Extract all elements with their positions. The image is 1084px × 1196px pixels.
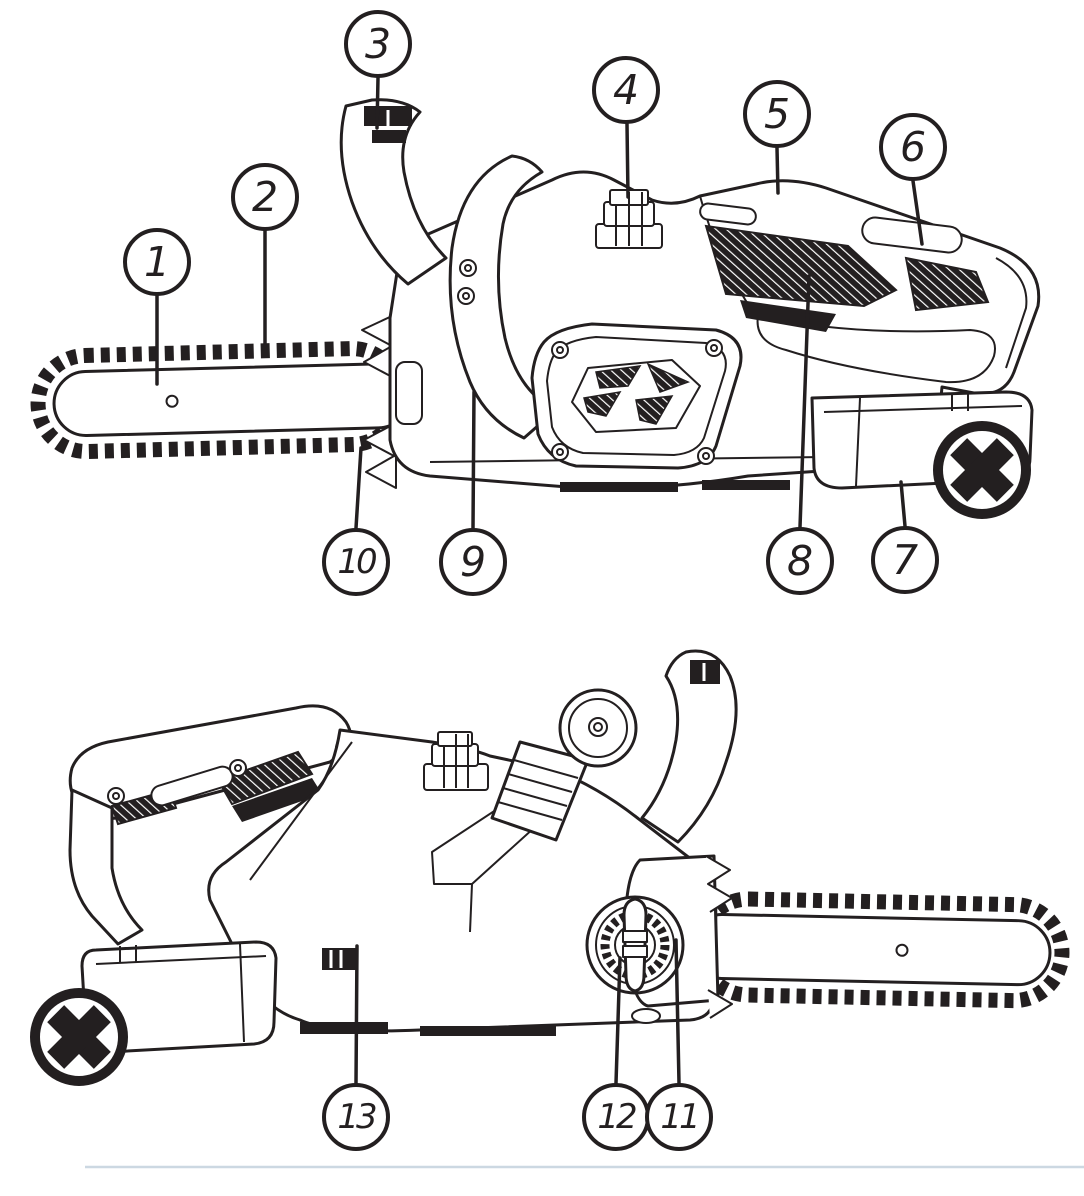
callout-7-label: 7	[891, 535, 919, 584]
guide-bar	[52, 362, 412, 438]
motor-hub	[558, 688, 638, 768]
motor-cover	[530, 322, 743, 470]
callout-11: 11	[645, 1083, 713, 1151]
callout-9-label: 9	[459, 537, 487, 586]
leader-lines-top	[155, 76, 924, 530]
callout-4-label: 4	[612, 65, 640, 114]
no-symbol-top	[933, 421, 1031, 519]
rear-handle	[699, 202, 996, 384]
callout-9: 9	[439, 528, 507, 596]
callout-5: 5	[743, 80, 811, 148]
callout-1: 1	[123, 228, 191, 296]
rear-handle-right-view	[68, 704, 353, 946]
callout-6-label: 6	[899, 122, 927, 171]
callout-4: 4	[592, 56, 660, 124]
guide-bar-right	[688, 912, 1052, 987]
spiked-bumper-right-view	[705, 855, 733, 1019]
callout-2: 2	[231, 163, 299, 231]
front-hand-guard-right-view	[640, 649, 738, 844]
callout-3: 3	[344, 10, 412, 78]
right-side-view	[30, 649, 1070, 1086]
callout-8-label: 8	[786, 536, 814, 585]
front-handle	[448, 154, 558, 440]
base	[560, 480, 790, 492]
leader-lines-bottom	[354, 938, 681, 1085]
callout-6: 6	[879, 113, 947, 181]
battery-pack-right-view	[80, 940, 278, 1054]
vent-detail	[322, 948, 356, 970]
base-right-view	[300, 1022, 556, 1036]
no-symbol-bottom	[30, 988, 128, 1086]
left-side-view	[30, 76, 1041, 530]
chain-tensioner-knob	[585, 895, 685, 995]
oil-cap-right-view	[423, 731, 489, 791]
vent-louvers	[490, 740, 590, 842]
callout-11-label: 11	[660, 1097, 700, 1137]
callout-1-label: 1	[143, 237, 171, 286]
trigger-overmold	[740, 300, 836, 332]
front-hand-guard	[339, 98, 448, 286]
callout-12: 12	[582, 1083, 650, 1151]
callout-5-label: 5	[763, 89, 791, 138]
spiked-bumper	[361, 315, 397, 489]
callout-7: 7	[871, 526, 939, 594]
callout-10-label: 10	[337, 542, 377, 582]
callout-13: 13	[322, 1083, 390, 1151]
callout-8: 8	[766, 527, 834, 595]
callout-12-label: 12	[597, 1097, 637, 1137]
chain-catcher	[631, 1008, 661, 1024]
callout-3-label: 3	[364, 19, 392, 68]
callout-10: 10	[322, 528, 390, 596]
callout-2-label: 2	[251, 172, 279, 221]
callout-13-label: 13	[337, 1097, 377, 1137]
